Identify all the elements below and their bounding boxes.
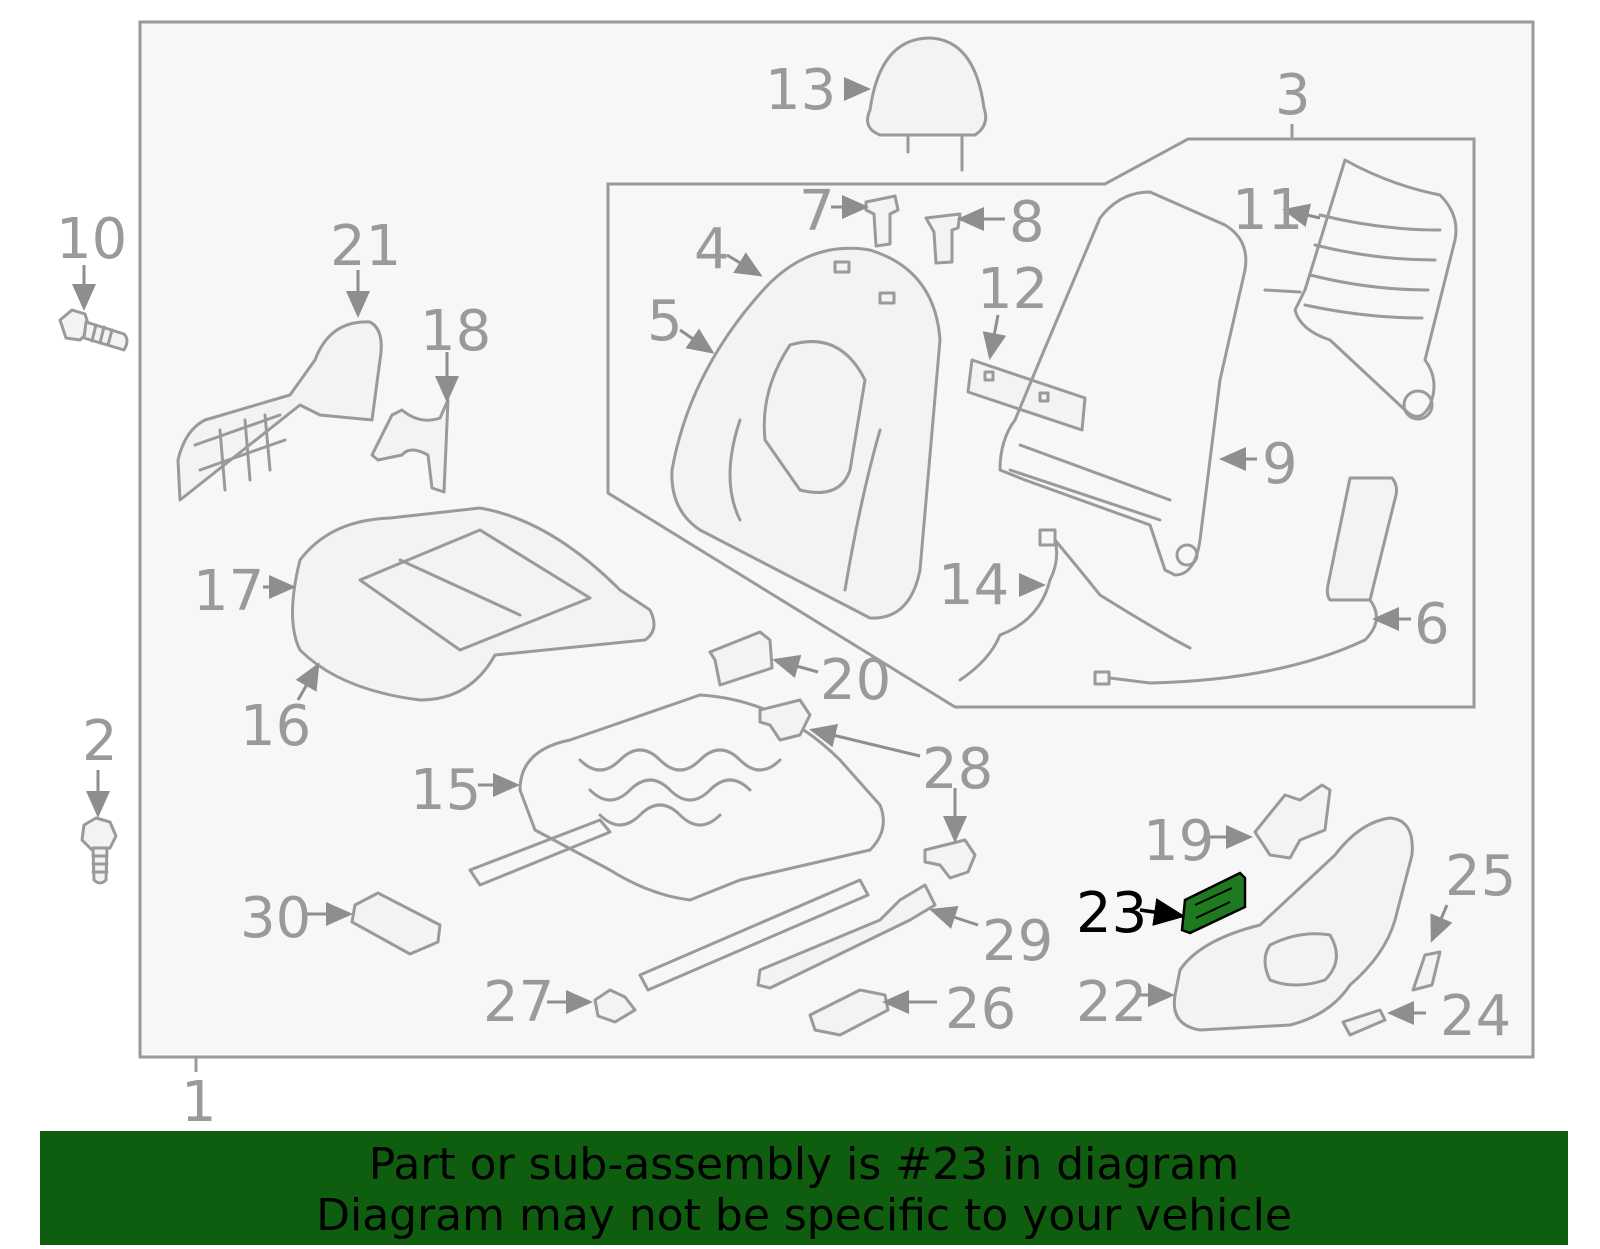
callout-20: 20	[820, 648, 891, 713]
seatback-wire-harness-part	[958, 528, 1192, 682]
track-cover-part	[756, 883, 937, 990]
callout-21: 21	[330, 214, 401, 279]
callout-22: 22	[1076, 970, 1147, 1035]
callout-2: 2	[82, 709, 118, 774]
callout-16: 16	[240, 694, 311, 759]
callout-15: 15	[410, 758, 481, 823]
banner-part-line: Part or sub-assembly is #23 in diagram	[368, 1139, 1240, 1190]
clip-part-27	[593, 988, 637, 1024]
callout-5: 5	[647, 289, 683, 354]
callout-3: 3	[1275, 63, 1311, 128]
recliner-cover-part	[176, 320, 383, 502]
bracket-part-20	[708, 630, 774, 687]
callout-18: 18	[420, 299, 491, 364]
callout-24: 24	[1440, 984, 1511, 1049]
callout-25: 25	[1445, 844, 1516, 909]
bracket-part-19	[1253, 783, 1332, 860]
callout-19: 19	[1143, 809, 1214, 874]
callout-29: 29	[982, 909, 1053, 974]
seat-cushion-part	[291, 506, 656, 702]
callout-9: 9	[1262, 432, 1298, 497]
callout-1: 1	[181, 1070, 217, 1135]
lumbar-support-part	[1263, 158, 1458, 421]
seat-back-subassembly-frame	[606, 137, 1476, 709]
callout-4: 4	[694, 217, 730, 282]
highlighted-part-23	[1180, 871, 1247, 935]
leader-arrows	[72, 77, 1453, 1025]
callout-11: 11	[1232, 178, 1303, 243]
side-shield-part	[1172, 816, 1414, 1032]
bolt-part-2	[80, 816, 118, 885]
knob-part-25	[1411, 950, 1442, 992]
callout-30: 30	[240, 886, 311, 951]
seat-cushion-frame-part	[468, 693, 885, 992]
callout-17: 17	[193, 559, 264, 624]
knob-part-24	[1341, 1008, 1387, 1037]
bracket-part-18	[370, 398, 450, 494]
callout-27: 27	[483, 970, 554, 1035]
seatback-cover-part	[670, 246, 942, 620]
callout-23: 23	[1076, 881, 1147, 946]
callout-28: 28	[922, 737, 993, 802]
callout-13: 13	[765, 58, 836, 123]
headrest-part	[866, 36, 988, 172]
banner-disclaimer-line: Diagram may not be specific to your vehi…	[316, 1190, 1292, 1241]
callout-26: 26	[945, 977, 1016, 1042]
bolt-part-10	[58, 308, 129, 352]
part-info-banner: Part or sub-assembly is #23 in diagram D…	[40, 1131, 1568, 1245]
seatback-frame-part	[998, 190, 1248, 577]
callout-12: 12	[977, 257, 1048, 322]
callout-14: 14	[938, 553, 1009, 618]
callout-6: 6	[1414, 592, 1450, 657]
callout-8: 8	[1009, 190, 1045, 255]
callout-7: 7	[799, 179, 835, 244]
clip-part-28-upper	[758, 698, 812, 742]
callout-10: 10	[56, 207, 127, 272]
